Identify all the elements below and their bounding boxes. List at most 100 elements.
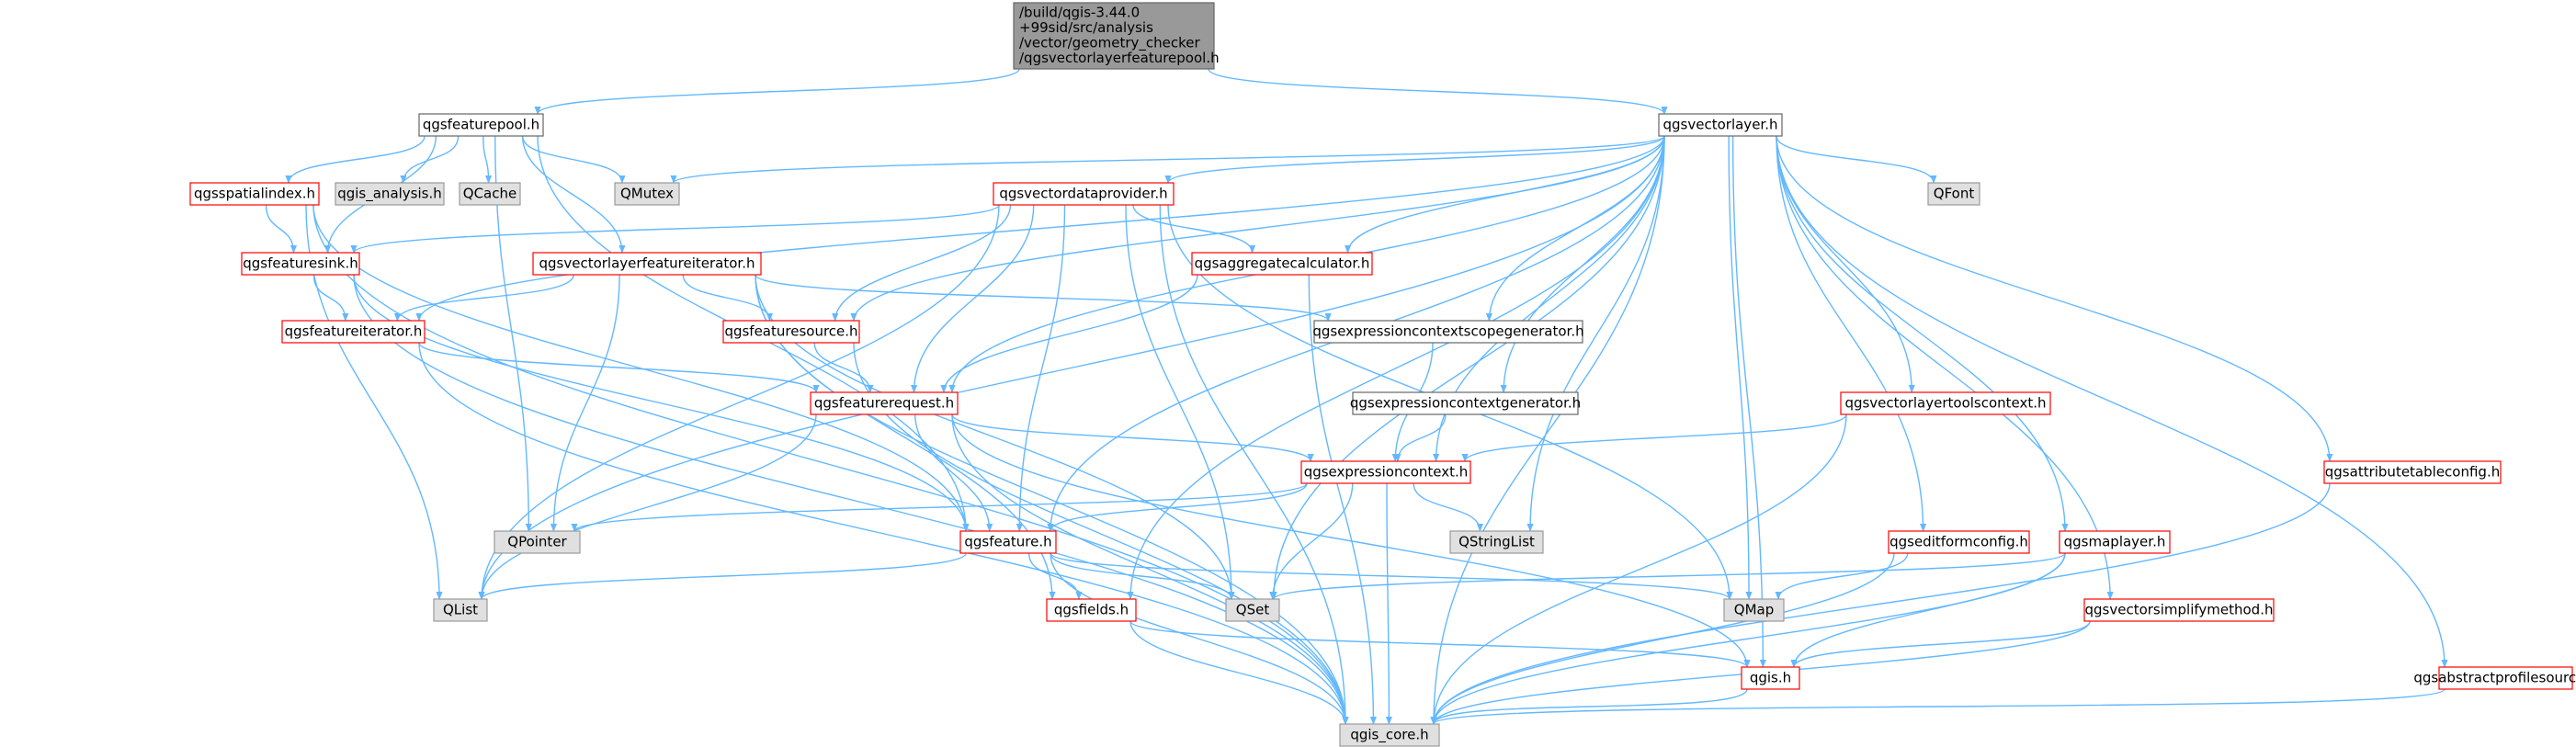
edge-qgsvectorlayerfeatureiterator-to-qgis_core	[755, 274, 1349, 725]
edge-qgsfeaturerequest-to-qgis	[951, 413, 1751, 668]
node-root: /build/qgis-3.44.0+99sid/src/analysis/ve…	[1013, 2, 1220, 70]
edge-qgsvectorlayer-to-qstringlist	[1526, 135, 1665, 532]
node-box	[1046, 598, 1137, 622]
node-label: qgsaggregatecalculator.h	[1195, 255, 1370, 271]
edge-qgsmaplayer-to-qset	[1270, 552, 2066, 600]
node-qgsmaplayer[interactable]: qgsmaplayer.h	[2059, 530, 2171, 554]
edge-qgsvectorlayerfeatureiterator-to-qpointer	[550, 274, 620, 532]
edge-qgsexpressioncontextgenerator-to-qgsexpressioncontext	[1394, 413, 1447, 462]
node-label: qgsmaplayer.h	[2064, 533, 2166, 549]
edge-qgsfeature-to-qlist	[478, 552, 967, 600]
node-qgsvectorlayerfeatureiterator[interactable]: qgsvectorlayerfeatureiterator.h	[532, 252, 762, 276]
node-box	[1449, 530, 1544, 554]
node-qgsfeaturerequest[interactable]: qgsfeaturerequest.h	[810, 391, 959, 415]
edge-qgsmaplayer-to-qgis_core	[1430, 552, 2066, 725]
node-label: qgsfeaturepool.h	[423, 116, 539, 132]
node-label: qgis.h	[1750, 669, 1791, 685]
node-qgsexpressioncontextgenerator[interactable]: qgsexpressioncontextgenerator.h	[1350, 391, 1581, 415]
node-qgis[interactable]: qgis.h	[1741, 666, 1800, 690]
edge-qgsfeaturerequest-to-qgis_core	[951, 413, 1349, 725]
edge-qgsvectorlayerfeatureiterator-to-qgsexpressioncontextscopegenerator	[755, 274, 1332, 322]
edge-qgsfeatureiterator-to-qgis_core	[418, 342, 1349, 725]
edge-qgsfeature-to-qset	[1050, 552, 1235, 600]
node-box	[335, 182, 445, 206]
node-label: qgsabstractprofilesource.h	[2413, 669, 2576, 685]
node-label: QSet	[1236, 601, 1270, 617]
edge-qgsvectorlayer-to-qlist	[478, 135, 1665, 600]
node-qgseditformconfig[interactable]: qgseditformconfig.h	[1888, 530, 2030, 554]
edge-qgsvectorlayer-to-qset	[1270, 135, 1665, 600]
node-box	[459, 182, 521, 206]
edge-qgsfeaturerequest-to-qgsexpressioncontext	[951, 413, 1314, 462]
node-qgsattributetableconfig[interactable]: qgsattributetableconfig.h	[2323, 460, 2502, 484]
edge-qgsvectordataprovider-to-qset	[1125, 204, 1235, 600]
node-qgsfields[interactable]: qgsfields.h	[1046, 598, 1137, 622]
nodes-layer: /build/qgis-3.44.0+99sid/src/analysis/ve…	[189, 2, 2576, 747]
edge-qgsattributetableconfig-to-qgis_core	[1430, 482, 2331, 725]
node-qgsfeaturepool[interactable]: qgsfeaturepool.h	[418, 113, 544, 137]
node-box	[1352, 391, 1579, 415]
edge-qgseditformconfig-to-qmap	[1775, 552, 1909, 600]
edge-qgsfeaturepool-to-qgsspatialindex	[285, 135, 426, 184]
node-qgsfeature[interactable]: qgsfeature.h	[959, 530, 1057, 554]
edge-qgsvectorsimplifymethod-to-qgis	[1790, 620, 2091, 668]
edge-qgsfeaturepool-to-qgsvectorlayerfeatureiterator	[521, 135, 626, 254]
edge-qgsfeaturesink-to-qgis_core	[353, 274, 1349, 725]
node-qgsaggregatecalculator[interactable]: qgsaggregatecalculator.h	[1191, 252, 1373, 276]
node-qgsfeaturesource[interactable]: qgsfeaturesource.h	[722, 320, 860, 344]
node-box	[433, 598, 488, 622]
edge-qgsfeature-to-qmap	[1050, 552, 1733, 600]
node-label: qgsfeatureiterator.h	[285, 323, 423, 339]
node-label: qgsfeaturesink.h	[243, 255, 357, 271]
node-box	[614, 182, 680, 206]
node-box	[189, 182, 320, 206]
node-box	[1313, 320, 1583, 344]
edge-qgsfeaturesink-to-qgsfeature	[353, 274, 970, 532]
node-qgsabstractprofilesource[interactable]: qgsabstractprofilesource.h	[2413, 666, 2576, 690]
edge-qgsvectordataprovider-to-qgsfeaturesource	[832, 204, 1012, 322]
node-qgis_analysis: qgis_analysis.h	[335, 182, 445, 206]
node-label: QPointer	[507, 533, 567, 549]
edge-qgsvectorlayer-to-qgsfeatureiterator	[415, 135, 1665, 322]
edge-qgsvectorlayer-to-qgsmaplayer	[1776, 135, 2069, 532]
edge-qgsvectorlayer-to-qgsvectordataprovider	[1164, 135, 1665, 184]
node-qgsvectordataprovider[interactable]: qgsvectordataprovider.h	[993, 182, 1175, 206]
edge-qgsvectorlayerfeatureiterator-to-qgsfeatureiterator	[393, 274, 574, 322]
node-qgsvectorlayertoolscontext[interactable]: qgsvectorlayertoolscontext.h	[1840, 391, 2051, 415]
node-label: qgsfeaturesource.h	[724, 323, 857, 339]
node-qgsvectorlayer[interactable]: qgsvectorlayer.h	[1658, 113, 1783, 137]
node-qgsspatialindex[interactable]: qgsspatialindex.h	[189, 182, 320, 206]
node-label: QMap	[1734, 601, 1774, 617]
edge-qgsvectorlayer-to-qgsfields	[1127, 135, 1665, 600]
edge-qgseditformconfig-to-qgis_core	[1430, 552, 1895, 725]
node-label: qgsfeaturerequest.h	[814, 394, 954, 411]
node-label: qgsexpressioncontext.h	[1304, 463, 1469, 480]
edge-qgsaggregatecalculator-to-qgis_core	[1308, 274, 1378, 725]
node-label: qgsvectorlayer.h	[1663, 116, 1778, 132]
node-qgsfeaturesink[interactable]: qgsfeaturesink.h	[241, 252, 360, 276]
edge-qgsabstractprofilesource-to-qgis_core	[1430, 688, 2445, 725]
edge-qgsfeaturerequest-to-qlist	[478, 413, 817, 600]
node-qgis_core: qgis_core.h	[1339, 723, 1440, 747]
edge-qgsexpressioncontext-to-qstringlist	[1413, 482, 1484, 532]
node-box	[1888, 530, 2030, 554]
node-qgsvectorsimplifymethod[interactable]: qgsvectorsimplifymethod.h	[2083, 598, 2275, 622]
edge-qgsspatialindex-to-qgis_core	[312, 204, 1349, 725]
node-label: QStringList	[1458, 533, 1535, 549]
edge-qgsvectorlayer-to-qgsattributetableconfig	[1776, 135, 2333, 462]
edge-qgsfields-to-qgis	[1129, 620, 1751, 668]
node-box	[2083, 598, 2275, 622]
node-qgsfeatureiterator[interactable]: qgsfeatureiterator.h	[281, 320, 426, 344]
node-qgsexpressioncontext[interactable]: qgsexpressioncontext.h	[1300, 460, 1471, 484]
edge-qgsvectorlayer-to-qgsabstractprofilesource	[1776, 135, 2448, 668]
edge-root-to-qgsvectorlayer	[1208, 68, 1668, 115]
edge-qgsfeaturesource-to-qgsfeaturerequest	[813, 342, 874, 393]
node-qgsexpressioncontextscopegenerator[interactable]: qgsexpressioncontextscopegenerator.h	[1312, 320, 1584, 344]
edge-qgsvectorlayer-to-qgsvectorsimplifymethod	[1776, 135, 2114, 600]
node-qpointer: QPointer	[494, 530, 581, 554]
node-qmap: QMap	[1723, 598, 1785, 622]
edge-qgsfeaturerequest-to-qgsfeature	[914, 413, 993, 532]
edge-qgsexpressioncontext-to-qgsfeature	[1047, 482, 1308, 532]
edge-qgsaggregatecalculator-to-qgsfeaturerequest	[940, 274, 1198, 393]
edge-qgsvectorlayertoolscontext-to-qgis_core	[1430, 413, 1847, 725]
